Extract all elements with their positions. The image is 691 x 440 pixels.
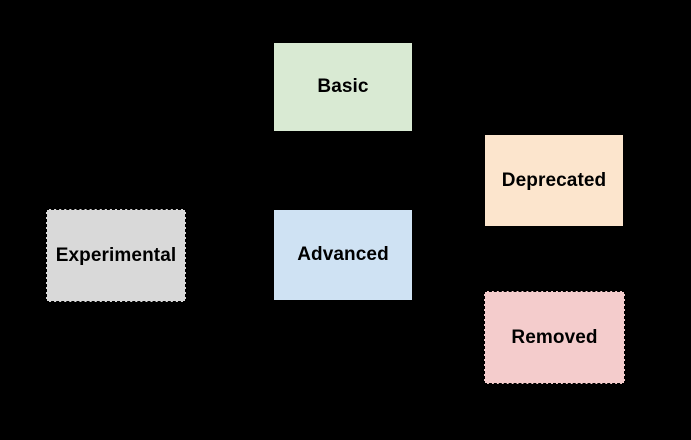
node-label: Removed [511, 326, 598, 348]
node-experimental: Experimental [46, 209, 186, 302]
node-label: Experimental [55, 244, 177, 266]
node-label: Deprecated [501, 169, 607, 191]
node-deprecated: Deprecated [484, 134, 624, 227]
node-advanced: Advanced [273, 209, 413, 301]
node-label: Basic [317, 76, 369, 97]
node-label: Advanced [297, 244, 389, 265]
node-removed: Removed [484, 291, 625, 384]
node-basic: Basic [273, 42, 413, 132]
